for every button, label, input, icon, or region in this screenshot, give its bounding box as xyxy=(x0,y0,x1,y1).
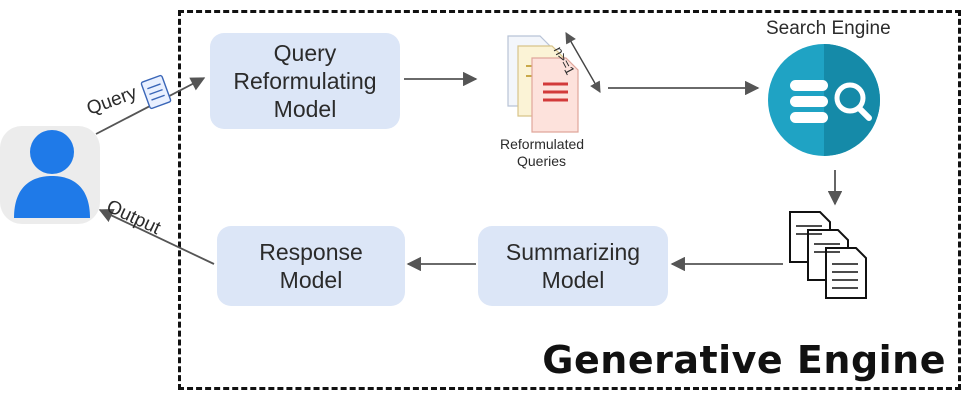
node-label-line: Response xyxy=(259,239,363,265)
node-label-line: Model xyxy=(273,96,337,122)
node-label-line: Model xyxy=(279,267,343,293)
response-model-node: Response Model xyxy=(217,226,405,306)
search-engine-label: Search Engine xyxy=(766,18,891,39)
reformulated-queries-label-line2: Queries xyxy=(517,153,567,169)
arrow-response-to-user xyxy=(98,209,215,265)
query-reformulating-model-node: Query Reformulating Model xyxy=(210,33,400,129)
summarizing-model-node: Summarizing Model xyxy=(478,226,668,306)
node-label-line: Reformulating xyxy=(233,68,377,94)
count-range-arrow xyxy=(565,32,601,93)
reformulated-queries-label-line1: Reformulated xyxy=(500,136,585,152)
node-label-line: Model xyxy=(541,267,605,293)
node-label-line: Summarizing xyxy=(505,239,641,265)
node-label-line: Query xyxy=(273,40,337,66)
generative-engine-title: Generative Engine xyxy=(542,338,946,382)
generative-engine-container xyxy=(178,10,961,390)
